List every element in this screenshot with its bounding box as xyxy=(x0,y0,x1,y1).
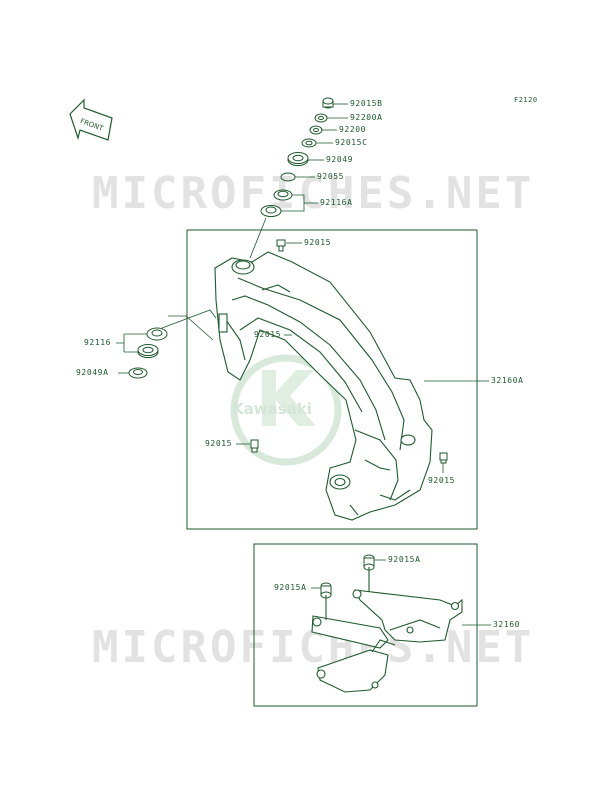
bolt-92015-top xyxy=(276,239,286,252)
part-92116-bearing-lower xyxy=(137,344,159,358)
label-92049A[interactable]: 92049A xyxy=(76,368,109,377)
label-92015-right[interactable]: 92015 xyxy=(428,476,456,485)
part-92049A-seal xyxy=(128,367,148,379)
front-arrow-icon: FRONT xyxy=(69,98,113,141)
subframe-32160 xyxy=(311,567,463,693)
label-32160A[interactable]: 32160A xyxy=(491,376,524,385)
main-frame-box xyxy=(186,229,478,530)
label-92200[interactable]: 92200 xyxy=(339,125,367,134)
label-92015-mid[interactable]: 92015 xyxy=(254,330,282,339)
sheet-code: F2120 xyxy=(514,96,538,104)
bolt-92015A-top xyxy=(363,554,375,571)
label-92116A[interactable]: 92116A xyxy=(320,198,353,207)
bolt-92015-left xyxy=(250,439,259,453)
part-92116A-bearing-upper xyxy=(273,189,293,201)
part-92055-ring xyxy=(280,172,296,182)
part-92116-bearing-upper xyxy=(146,327,168,341)
label-32160[interactable]: 32160 xyxy=(493,620,521,629)
part-92116A-bearing-lower xyxy=(260,205,282,217)
part-92015B-nut xyxy=(322,97,334,109)
label-92200A[interactable]: 92200A xyxy=(350,113,383,122)
bolt-92015-right xyxy=(439,452,448,464)
label-92049[interactable]: 92049 xyxy=(326,155,354,164)
label-92015-top[interactable]: 92015 xyxy=(304,238,332,247)
kawasaki-logo: Kawasaki xyxy=(230,354,342,466)
watermark-upper: MICROFICHES.NET xyxy=(92,168,535,219)
main-frame-32160A xyxy=(214,251,433,521)
label-92015C[interactable]: 92015C xyxy=(335,138,368,147)
label-92015-left[interactable]: 92015 xyxy=(205,439,233,448)
label-92055[interactable]: 92055 xyxy=(317,172,345,181)
part-92049-seal xyxy=(287,152,309,166)
label-92015A-top[interactable]: 92015A xyxy=(388,555,421,564)
label-92015B[interactable]: 92015B xyxy=(350,99,383,108)
kawasaki-logo-text: Kawasaki xyxy=(232,400,312,418)
label-92116[interactable]: 92116 xyxy=(84,338,112,347)
label-92015A-left[interactable]: 92015A xyxy=(274,583,307,592)
leader-lines xyxy=(116,103,491,626)
